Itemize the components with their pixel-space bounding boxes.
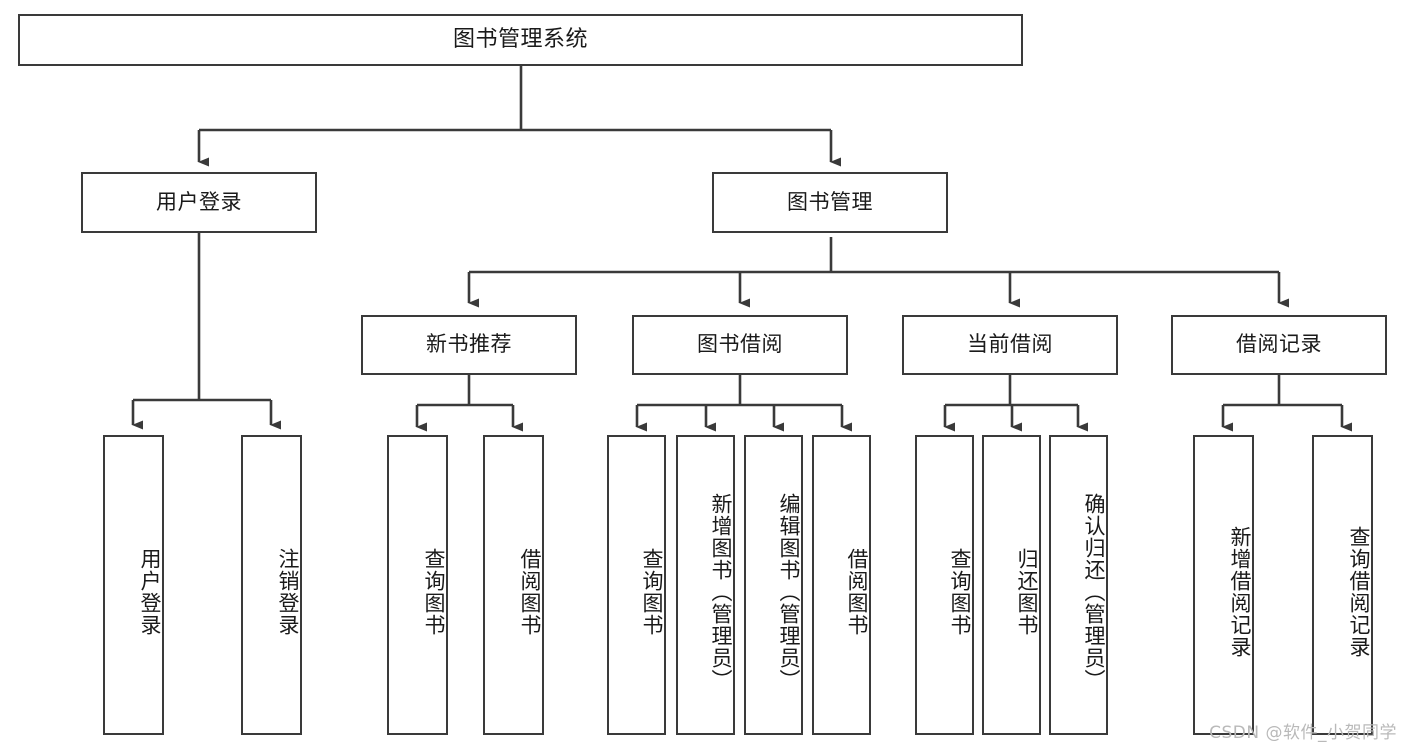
node-label: 当前借阅 — [967, 332, 1053, 357]
node-borrow-record[interactable]: 借阅记录 — [1171, 315, 1387, 375]
node-label: 归还图书 — [1015, 548, 1039, 636]
node-label: 查询图书 — [640, 548, 664, 636]
leaf-current-query-book[interactable]: 查询图书 — [915, 435, 974, 735]
node-label: 用户登录 — [138, 548, 162, 636]
node-label: 借阅记录 — [1236, 332, 1322, 357]
node-book-borrow[interactable]: 图书借阅 — [632, 315, 848, 375]
node-label: 注销登录 — [276, 548, 300, 636]
leaf-current-confirm-return-admin[interactable]: 确认归还（管理员） — [1049, 435, 1108, 735]
leaf-borrow-query-book[interactable]: 查询图书 — [607, 435, 666, 735]
node-label: 查询借阅记录 — [1347, 526, 1371, 658]
node-current-borrow[interactable]: 当前借阅 — [902, 315, 1118, 375]
node-label: 确认归还（管理员） — [1082, 493, 1106, 691]
leaf-recommend-query-book[interactable]: 查询图书 — [387, 435, 448, 735]
leaf-record-query-record[interactable]: 查询借阅记录 — [1312, 435, 1373, 735]
node-label: 查询图书 — [422, 548, 446, 636]
node-book-management[interactable]: 图书管理 — [712, 172, 948, 233]
leaf-borrow-borrow-book[interactable]: 借阅图书 — [812, 435, 871, 735]
node-root-system[interactable]: 图书管理系统 — [18, 14, 1023, 66]
node-label: 图书管理 — [787, 189, 873, 214]
node-label: 新书推荐 — [426, 332, 512, 357]
node-label: 新增图书（管理员） — [709, 493, 733, 691]
leaf-borrow-edit-book-admin[interactable]: 编辑图书（管理员） — [744, 435, 803, 735]
leaf-recommend-borrow-book[interactable]: 借阅图书 — [483, 435, 544, 735]
node-label: 图书借阅 — [697, 332, 783, 357]
node-user-login[interactable]: 用户登录 — [81, 172, 317, 233]
csdn-watermark: CSDN @软件_小贺同学 — [1209, 723, 1397, 743]
node-label: 图书管理系统 — [452, 26, 588, 52]
leaf-user-logout[interactable]: 注销登录 — [241, 435, 302, 735]
node-label: 用户登录 — [156, 189, 242, 214]
leaf-current-return-book[interactable]: 归还图书 — [982, 435, 1041, 735]
node-label: 新增借阅记录 — [1228, 526, 1252, 658]
node-label: 借阅图书 — [845, 548, 869, 636]
leaf-borrow-add-book-admin[interactable]: 新增图书（管理员） — [676, 435, 735, 735]
leaf-user-login[interactable]: 用户登录 — [103, 435, 164, 735]
node-new-book-recommend[interactable]: 新书推荐 — [361, 315, 577, 375]
leaf-record-add-record[interactable]: 新增借阅记录 — [1193, 435, 1254, 735]
node-label: 编辑图书（管理员） — [777, 493, 801, 691]
node-label: 查询图书 — [948, 548, 972, 636]
node-label: 借阅图书 — [518, 548, 542, 636]
